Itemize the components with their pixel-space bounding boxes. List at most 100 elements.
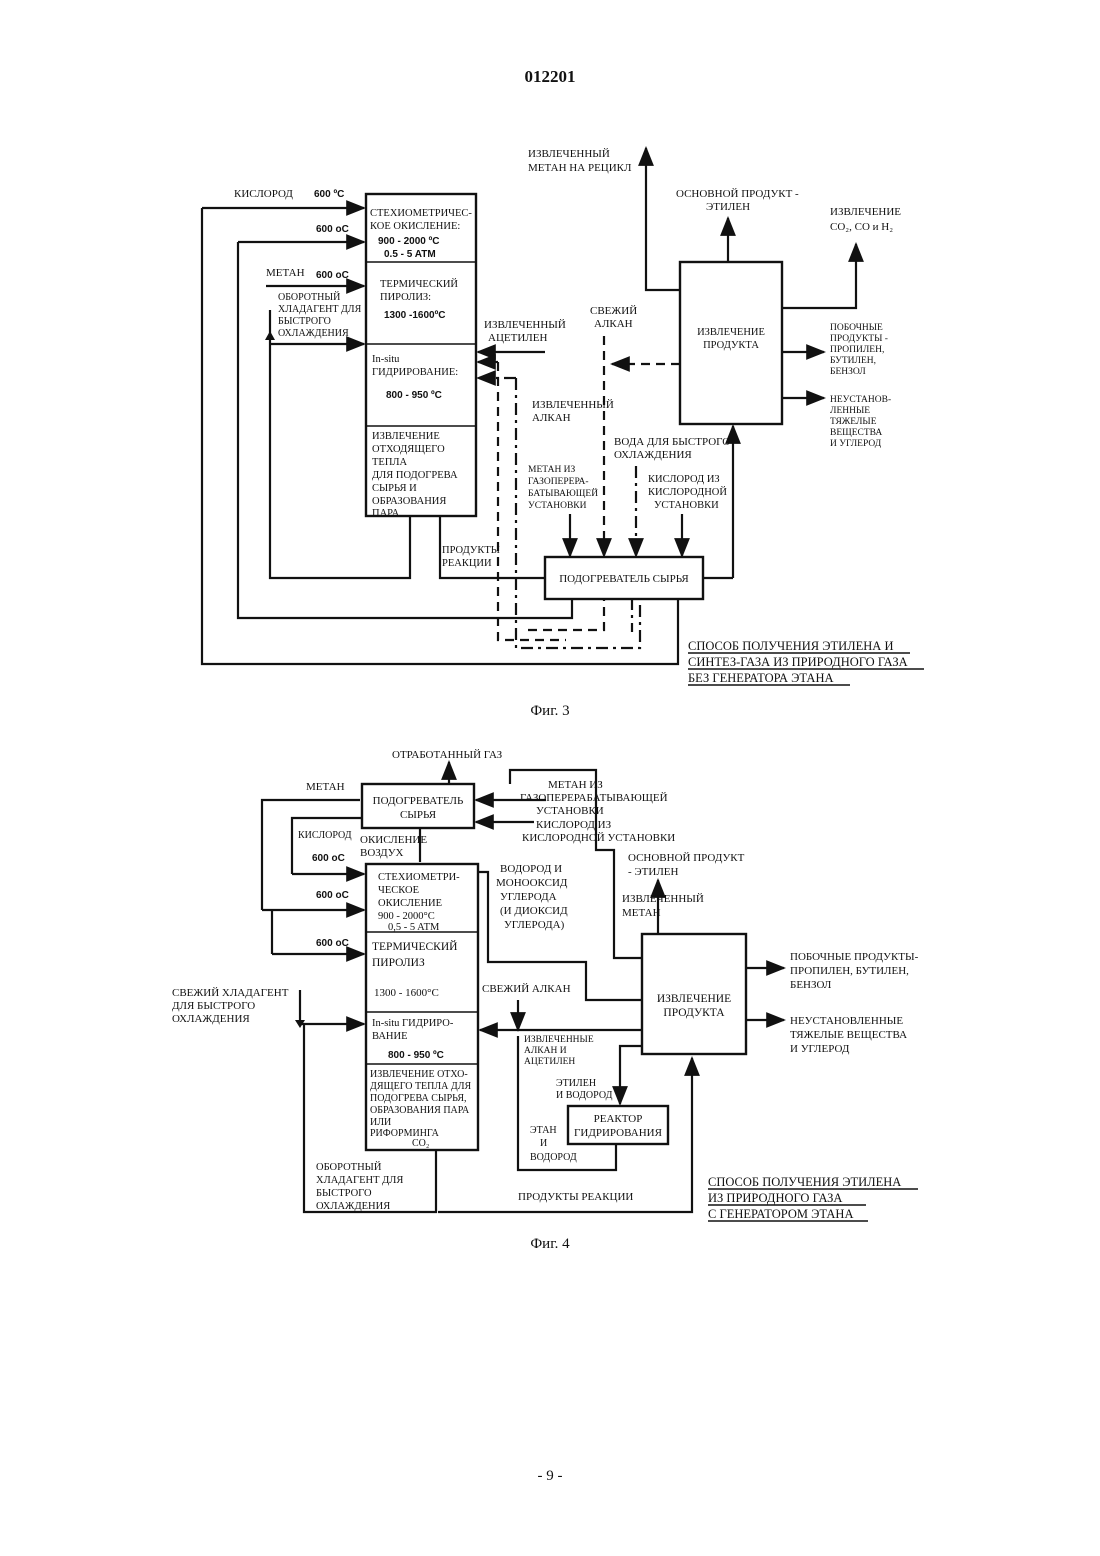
svg-text:МЕТАН: МЕТАН: [622, 907, 661, 919]
svg-text:ОБРАЗОВАНИЯ: ОБРАЗОВАНИЯ: [372, 496, 446, 507]
svg-text:ГИДРИРОВАНИЕ:: ГИДРИРОВАНИЕ:: [372, 367, 458, 378]
svg-text:УСТАНОВКИ: УСТАНОВКИ: [654, 500, 719, 511]
recovered-methane-label-fig4: ИЗВЛЕЧЕННЫЙ МЕТАН: [622, 893, 704, 919]
svg-text:СЫРЬЯ: СЫРЬЯ: [400, 809, 437, 821]
unidentified-label-fig3: НЕУСТАНОВ- ЛЕННЫЕ ТЯЖЕЛЫЕ ВЕЩЕСТВА И УГЛ…: [830, 395, 891, 449]
svg-text:РЕАКЦИИ: РЕАКЦИИ: [442, 558, 492, 569]
title-fig4: СПОСОБ ПОЛУЧЕНИЯ ЭТИЛЕНА ИЗ ПРИРОДНОГО Г…: [708, 1175, 901, 1221]
svg-text:ОКИСЛЕНИЕ: ОКИСЛЕНИЕ: [378, 898, 442, 909]
svg-text:ИЗВЛЕЧЕННЫЙ: ИЗВЛЕЧЕННЫЙ: [532, 399, 614, 411]
svg-text:КИСЛОРОДНОЙ УСТАНОВКИ: КИСЛОРОДНОЙ УСТАНОВКИ: [522, 832, 675, 844]
svg-text:ПРОДУКТА: ПРОДУКТА: [663, 1007, 725, 1019]
svg-text:СВЕЖИЙ ХЛАДАГЕНТ: СВЕЖИЙ ХЛАДАГЕНТ: [172, 987, 289, 999]
svg-text:ПРОПИЛЕН, БУТИЛЕН,: ПРОПИЛЕН, БУТИЛЕН,: [790, 965, 909, 977]
svg-text:СИНТЕЗ-ГАЗА ИЗ ПРИРОДНОГО ГАЗА: СИНТЕЗ-ГАЗА ИЗ ПРИРОДНОГО ГАЗА: [688, 655, 908, 669]
svg-text:ГИДРИРОВАНИЯ: ГИДРИРОВАНИЯ: [574, 1127, 663, 1139]
svg-text:CO₂, CO и H₂: CO₂, CO и H₂: [830, 221, 893, 233]
svg-text:МЕТАН НА РЕЦИКЛ: МЕТАН НА РЕЦИКЛ: [528, 162, 632, 174]
svg-text:In-situ: In-situ: [372, 354, 400, 365]
svg-text:ПАРА: ПАРА: [372, 508, 400, 519]
svg-text:БЫСТРОГО: БЫСТРОГО: [278, 316, 331, 327]
svg-text:ОБРАЗОВАНИЯ ПАРА: ОБРАЗОВАНИЯ ПАРА: [370, 1105, 470, 1116]
quench-water-label-fig3: ВОДА ДЛЯ БЫСТРОГО ОХЛАЖДЕНИЯ: [614, 436, 730, 461]
svg-text:УГЛЕРОДА): УГЛЕРОДА): [504, 919, 565, 931]
svg-text:КОЕ ОКИСЛЕНИЕ:: КОЕ ОКИСЛЕНИЕ:: [370, 221, 460, 232]
svg-text:ИЗВЛЕЧЕННЫЙ: ИЗВЛЕЧЕННЫЙ: [484, 319, 566, 331]
figure-3: СТЕХИОМЕТРИЧЕС- КОЕ ОКИСЛЕНИЕ: 900 - 200…: [202, 148, 924, 719]
svg-text:ТЯЖЕЛЫЕ ВЕЩЕСТВА: ТЯЖЕЛЫЕ ВЕЩЕСТВА: [790, 1029, 907, 1041]
svg-text:БУТИЛЕН,: БУТИЛЕН,: [830, 356, 876, 366]
svg-text:ИЛИ: ИЛИ: [370, 1117, 391, 1128]
caption-fig3: Фиг. 3: [530, 703, 569, 719]
reaction-products-label-fig3: ПРОДУКТЫ РЕАКЦИИ: [442, 545, 500, 569]
svg-text:ПРОДУКТЫ: ПРОДУКТЫ: [442, 545, 500, 556]
svg-text:(И ДИОКСИД: (И ДИОКСИД: [500, 905, 568, 917]
svg-text:СТЕХИОМЕТРИЧЕС-: СТЕХИОМЕТРИЧЕС-: [370, 208, 472, 219]
svg-text:ИЗВЛЕЧЕНИЕ ОТХО-: ИЗВЛЕЧЕНИЕ ОТХО-: [370, 1069, 468, 1080]
svg-text:In-situ ГИДРИРО-: In-situ ГИДРИРО-: [372, 1018, 454, 1029]
svg-text:ИЗВЛЕЧЕНИЕ: ИЗВЛЕЧЕНИЕ: [657, 993, 731, 1005]
main-product-label-fig3: ОСНОВНОЙ ПРОДУКТ - ЭТИЛЕН: [676, 188, 799, 213]
svg-text:С ГЕНЕРАТОРОМ ЭТАНА: С ГЕНЕРАТОРОМ ЭТАНА: [708, 1207, 853, 1221]
svg-text:КИСЛОРОДНОЙ: КИСЛОРОДНОЙ: [648, 486, 727, 498]
svg-text:ОХЛАЖДЕНИЯ: ОХЛАЖДЕНИЯ: [278, 328, 349, 339]
figure-4: ОТРАБОТАННЫЙ ГАЗ ПОДОГРЕВАТЕЛЬ СЫРЬЯ МЕТ…: [172, 749, 919, 1252]
oxygen-label-fig3: КИСЛОРОД: [234, 188, 293, 200]
svg-text:ТЕРМИЧЕСКИЙ: ТЕРМИЧЕСКИЙ: [380, 278, 458, 290]
svg-text:ДЯЩЕГО ТЕПЛА ДЛЯ: ДЯЩЕГО ТЕПЛА ДЛЯ: [370, 1081, 471, 1092]
svg-text:0,5 - 5 ATM: 0,5 - 5 ATM: [388, 922, 440, 933]
recovered-acetylene-label-fig3: ИЗВЛЕЧЕННЫЙ АЦЕТИЛЕН: [484, 319, 566, 344]
svg-text:ЭТИЛЕН: ЭТИЛЕН: [706, 201, 750, 213]
svg-text:ТЕПЛА: ТЕПЛА: [372, 457, 408, 468]
svg-text:ВОЗДУХ: ВОЗДУХ: [360, 847, 404, 859]
byproducts-label-fig4: ПОБОЧНЫЕ ПРОДУКТЫ- ПРОПИЛЕН, БУТИЛЕН, БЕ…: [790, 951, 919, 991]
caption-fig4: Фиг. 4: [530, 1236, 570, 1252]
svg-text:800 - 950 ºC: 800 - 950 ºC: [388, 1050, 444, 1061]
svg-text:ПРОДУКТЫ -: ПРОДУКТЫ -: [830, 334, 888, 344]
svg-text:ПОБОЧНЫЕ: ПОБОЧНЫЕ: [830, 323, 883, 333]
svg-text:ОСНОВНОЙ ПРОДУКТ -: ОСНОВНОЙ ПРОДУКТ -: [676, 188, 799, 200]
svg-text:СВЕЖИЙ: СВЕЖИЙ: [590, 305, 637, 317]
svg-text:600 oC: 600 oC: [316, 224, 349, 235]
coolant-recycle-label-fig4: ОБОРОТНЫЙ ХЛАДАГЕНТ ДЛЯ БЫСТРОГО ОХЛАЖДЕ…: [316, 1161, 403, 1212]
svg-text:И УГЛЕРОД: И УГЛЕРОД: [830, 439, 882, 449]
svg-text:НЕУСТАНОВЛЕННЫЕ: НЕУСТАНОВЛЕННЫЕ: [790, 1015, 903, 1027]
svg-text:ОКИСЛЕНИЕ: ОКИСЛЕНИЕ: [360, 834, 427, 846]
svg-text:БЕЗ ГЕНЕРАТОРА ЭТАНА: БЕЗ ГЕНЕРАТОРА ЭТАНА: [688, 671, 834, 685]
svg-text:КИСЛОРОД ИЗ: КИСЛОРОД ИЗ: [648, 474, 720, 485]
svg-text:И: И: [540, 1138, 547, 1149]
svg-text:ИЗВЛЕЧЕННЫЙ: ИЗВЛЕЧЕННЫЙ: [622, 893, 704, 905]
svg-text:ВАНИЕ: ВАНИЕ: [372, 1031, 408, 1042]
fresh-alkane-label-fig3: СВЕЖИЙ АЛКАН: [590, 305, 637, 330]
svg-text:ОБОРОТНЫЙ: ОБОРОТНЫЙ: [316, 1161, 382, 1173]
svg-text:600 oC: 600 oC: [316, 938, 349, 949]
svg-text:АЛКАН: АЛКАН: [594, 318, 633, 330]
svg-text:СПОСОБ ПОЛУЧЕНИЯ ЭТИЛЕНА И: СПОСОБ ПОЛУЧЕНИЯ ЭТИЛЕНА И: [688, 639, 893, 653]
svg-text:И УГЛЕРОД: И УГЛЕРОД: [790, 1043, 850, 1055]
svg-text:БЕНЗОЛ: БЕНЗОЛ: [790, 979, 832, 991]
svg-text:1300 -1600ºC: 1300 -1600ºC: [384, 310, 445, 321]
doc-number: 012201: [525, 67, 576, 86]
svg-text:ПОБОЧНЫЕ ПРОДУКТЫ-: ПОБОЧНЫЕ ПРОДУКТЫ-: [790, 951, 919, 963]
svg-text:ИЗВЛЕЧЕННЫЕ: ИЗВЛЕЧЕННЫЕ: [524, 1035, 594, 1045]
svg-text:600 ºC: 600 ºC: [314, 189, 344, 200]
svg-text:СЫРЬЯ И: СЫРЬЯ И: [372, 483, 417, 494]
air-oxidation-label: ОКИСЛЕНИЕ ВОЗДУХ: [360, 834, 427, 859]
svg-text:ЛЕННЫЕ: ЛЕННЫЕ: [830, 406, 870, 416]
svg-text:СТЕХИОМЕТРИ-: СТЕХИОМЕТРИ-: [378, 872, 460, 883]
ethylene-hydrogen-label: ЭТИЛЕН И ВОДОРОД: [556, 1078, 613, 1101]
svg-text:- ЭТИЛЕН: - ЭТИЛЕН: [628, 866, 679, 878]
methane-label-fig4: МЕТАН: [306, 781, 345, 793]
svg-text:ЭТАН: ЭТАН: [530, 1125, 557, 1136]
methane-label-fig3: МЕТАН: [266, 267, 305, 279]
svg-text:ЭТИЛЕН: ЭТИЛЕН: [556, 1078, 596, 1089]
svg-text:ДЛЯ ПОДОГРЕВА: ДЛЯ ПОДОГРЕВА: [372, 470, 458, 481]
svg-text:ПРОДУКТА: ПРОДУКТА: [703, 340, 759, 351]
svg-text:ОХЛАЖДЕНИЯ: ОХЛАЖДЕНИЯ: [172, 1013, 250, 1025]
methane-gas-plant-label-fig4: МЕТАН ИЗ ГАЗОПЕРЕРАБАТЫВАЮЩЕЙ УСТАНОВКИ: [520, 779, 668, 817]
svg-text:ПОДОГРЕВАТЕЛЬ СЫРЬЯ: ПОДОГРЕВАТЕЛЬ СЫРЬЯ: [559, 573, 689, 585]
svg-text:ДЛЯ БЫСТРОГО: ДЛЯ БЫСТРОГО: [172, 1000, 255, 1012]
svg-text:АЛКАН: АЛКАН: [532, 412, 571, 424]
